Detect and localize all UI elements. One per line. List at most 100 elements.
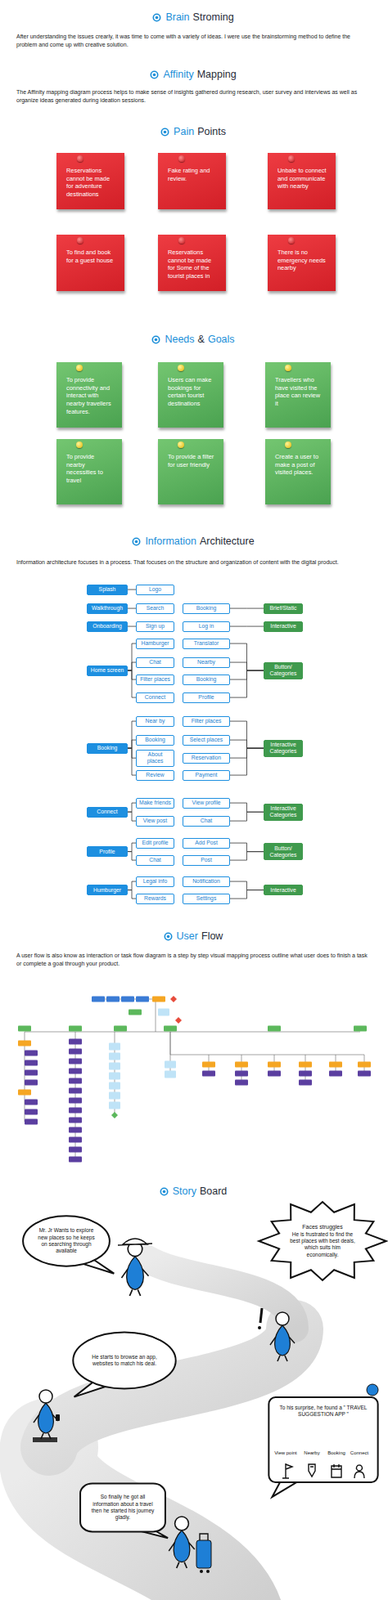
pain-point-note: There is no emergency needs nearby xyxy=(267,234,336,292)
connector xyxy=(127,891,136,901)
heading-icon xyxy=(163,933,173,943)
flow-diamond xyxy=(170,997,177,1004)
speech-bubble: Mr. Jr Wants to explore new places so he… xyxy=(22,1216,111,1269)
icon-dot xyxy=(155,15,159,19)
connector xyxy=(230,609,264,610)
heading-word: Information xyxy=(144,536,197,548)
connector xyxy=(127,852,136,862)
flow-box xyxy=(135,997,149,1004)
screen-box: Select places xyxy=(182,735,231,747)
node-text: Booking xyxy=(139,737,172,745)
figures xyxy=(32,1240,379,1575)
speech-bubble: He starts to browse an app, websites to … xyxy=(72,1332,177,1392)
flow-box xyxy=(329,1063,343,1070)
heading-word: User xyxy=(176,931,199,943)
flow-box xyxy=(267,1072,281,1079)
heading-icon xyxy=(160,127,170,137)
goal-note: Users can make bookings for certain tour… xyxy=(157,362,224,429)
section-heading: Needs&Goals xyxy=(0,333,388,346)
connector xyxy=(230,721,264,749)
icon-ring xyxy=(164,933,172,941)
bubble-body xyxy=(72,1333,176,1390)
screen-box: Settings xyxy=(182,894,231,906)
node-text: Profile xyxy=(185,694,227,702)
connector xyxy=(230,803,264,813)
node-text: Make friends xyxy=(139,800,172,808)
push-pin xyxy=(177,365,185,372)
flow-box xyxy=(234,1081,249,1088)
icon-dot xyxy=(162,1191,166,1195)
heading-word: Needs xyxy=(164,333,194,346)
screen-box: View post xyxy=(135,816,175,828)
flow-box xyxy=(128,1010,142,1017)
flow-box xyxy=(106,997,120,1004)
node-text: About places xyxy=(139,752,172,766)
node-text: Reservations cannot be made for adventur… xyxy=(66,166,117,199)
node-text: Booking xyxy=(185,676,227,684)
heading-word: & xyxy=(198,333,205,346)
node-text: Edit profile xyxy=(139,840,172,848)
category-box: Booking xyxy=(86,744,128,755)
node-text: Reservations cannot be made for Some of … xyxy=(167,248,218,281)
connector xyxy=(127,721,136,749)
flow-box xyxy=(108,1054,121,1062)
heading-word: Stroming xyxy=(193,11,235,23)
heading-icon xyxy=(152,13,162,23)
node-text: To find and book for a guest house xyxy=(66,248,117,265)
flow-box xyxy=(353,1027,367,1034)
node-text: Legal info xyxy=(139,879,172,886)
screen-box: Booking xyxy=(135,735,175,747)
flow-box xyxy=(298,1063,312,1070)
connector xyxy=(127,609,136,610)
section-heading: AffinityMapping xyxy=(0,68,388,81)
flow-box xyxy=(329,1072,343,1079)
icon-ring xyxy=(153,336,160,343)
flow-box xyxy=(24,1061,38,1068)
icon-dot xyxy=(153,72,157,77)
flow-box xyxy=(267,1063,281,1070)
flow-line xyxy=(305,1055,307,1083)
push-pin xyxy=(284,365,292,372)
push-pin xyxy=(76,442,83,449)
connector xyxy=(230,882,264,892)
node-text: To provide a filter for user friendly xyxy=(167,453,216,470)
goal-note: Travellers who have visited the place ca… xyxy=(265,362,331,429)
speech-bubble: To his surprise, he found a " TRAVEL SUG… xyxy=(267,1398,379,1485)
screen-box: Nearby xyxy=(182,658,231,669)
flow-box xyxy=(24,1100,38,1107)
node-text: He starts to browse an app, websites to … xyxy=(87,1355,162,1370)
section-heading: StoryBoard xyxy=(0,1186,388,1199)
flow-box xyxy=(68,1089,82,1096)
goal-note: Create a user to make a post of visited … xyxy=(265,439,331,506)
icon-dot xyxy=(154,338,158,342)
node-text: Travellers who have visited the place ca… xyxy=(275,376,323,409)
road xyxy=(48,1260,295,1600)
screen-box: Connect xyxy=(135,693,175,704)
node-text: Brief/Static xyxy=(266,605,300,613)
flow-box xyxy=(164,1072,176,1080)
flow-box xyxy=(68,1128,82,1135)
node-text: View profile xyxy=(185,800,227,808)
node-text: Translator xyxy=(185,640,227,648)
node-text: View post xyxy=(139,818,172,826)
goal-note: To provide connectivity and interact wit… xyxy=(56,362,122,429)
node-text: Interactive Categories xyxy=(266,806,300,820)
node-text: Review xyxy=(139,772,172,780)
user-flow-chart xyxy=(18,997,371,1164)
flow-box xyxy=(68,1148,82,1155)
flow-box xyxy=(68,1079,82,1086)
connector xyxy=(127,882,136,892)
app-icons xyxy=(267,1463,379,1482)
heading-icon xyxy=(159,1188,169,1198)
flow-box xyxy=(202,1063,216,1070)
category-box: Splash xyxy=(86,585,128,596)
section-heading: PainPoints xyxy=(0,126,388,138)
connector xyxy=(230,812,264,822)
flow-box xyxy=(234,1063,249,1070)
connector xyxy=(230,671,264,699)
node-text: There is no emergency needs nearby xyxy=(277,248,328,273)
screen-box: Edit profile xyxy=(135,839,175,850)
pain-point-note: To find and book for a guest house xyxy=(56,234,125,292)
thought-burst: Faces strugglesHe is frustrated to find … xyxy=(263,1203,382,1282)
node-text: Sign up xyxy=(139,623,172,631)
